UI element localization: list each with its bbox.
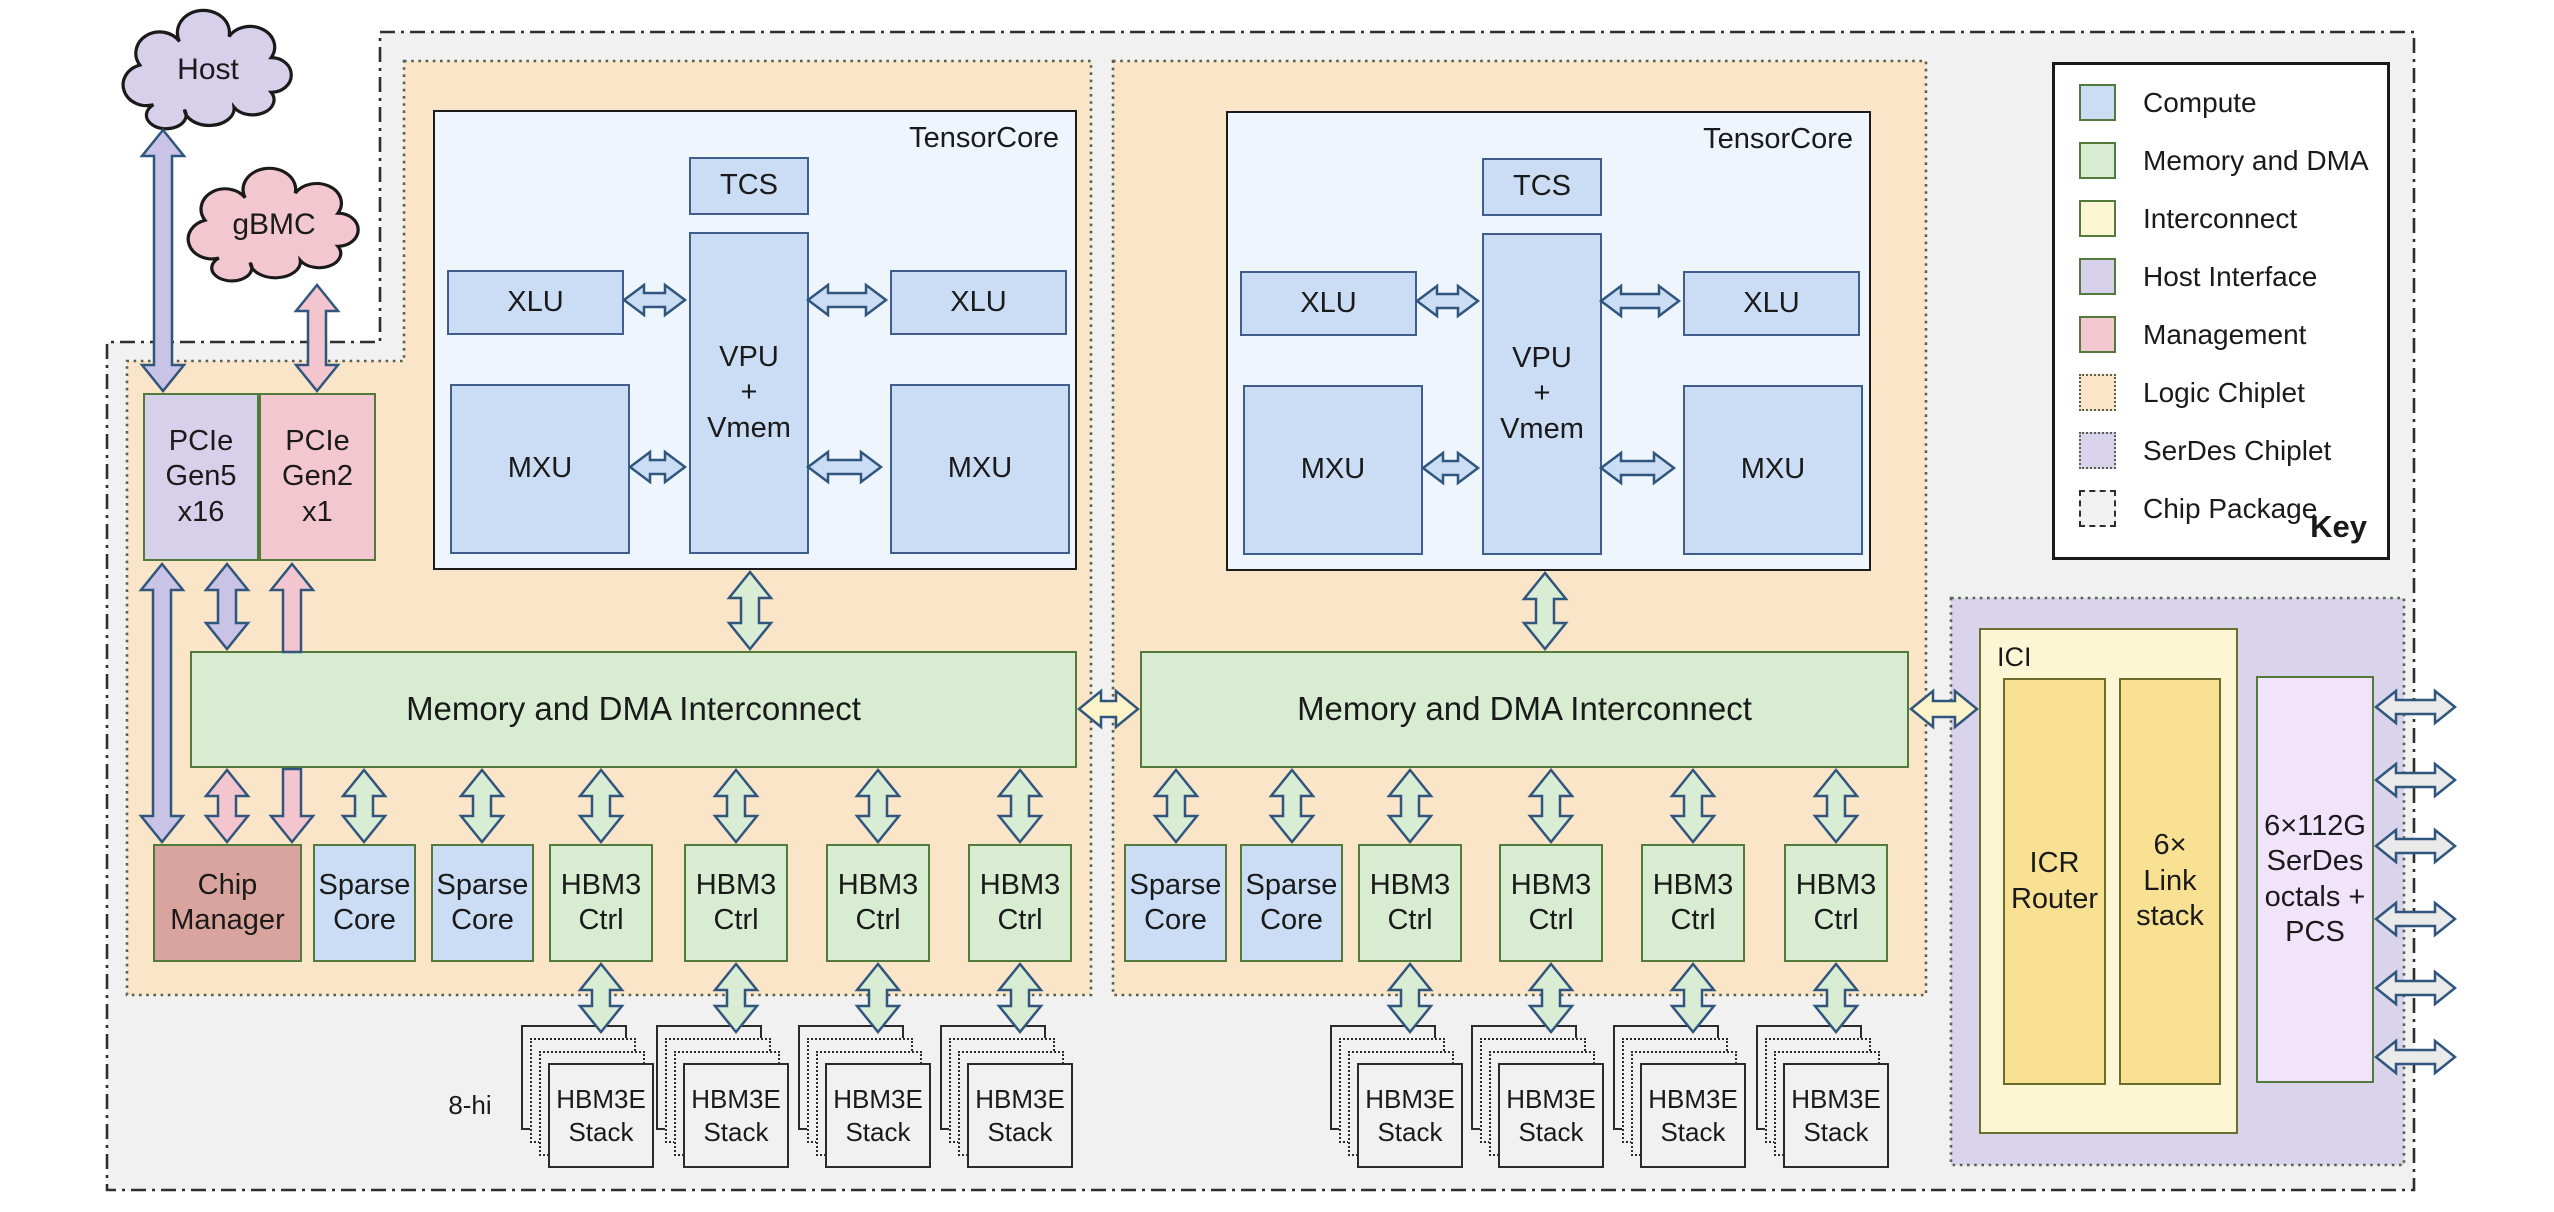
interconnect-swatch-icon (2079, 200, 2116, 237)
legend-label: Logic Chiplet (2143, 376, 2305, 408)
legend-label: SerDes Chiplet (2143, 434, 2332, 466)
stack-front: HBM3E Stack (548, 1063, 654, 1168)
stack-front: HBM3E Stack (1498, 1063, 1604, 1168)
tcs-block: TCS (689, 157, 809, 215)
hbm3e-stack: HBM3E Stack (521, 1025, 654, 1168)
vpu-vmem-block: VPU + Vmem (1482, 233, 1602, 555)
hbm3-ctrl-block: HBM3 Ctrl (968, 844, 1072, 962)
stack-front: HBM3E Stack (1357, 1063, 1463, 1168)
ici-region: ICI ICR Router 6× Link stack (1979, 628, 2238, 1134)
tensorcore-left: TensorCore TCS VPU + Vmem XLU XLU MXU MX… (433, 110, 1077, 570)
stack-front: HBM3E Stack (1640, 1063, 1746, 1168)
pcie-gen2-block: PCIe Gen2 x1 (259, 393, 376, 561)
mxu-block: MXU (450, 384, 630, 554)
serdes-octals-block: 6×112G SerDes octals + PCS (2256, 676, 2374, 1083)
hbm3-ctrl-block: HBM3 Ctrl (1641, 844, 1745, 962)
cloud-shape-icon (121, 8, 293, 131)
stack-height-note: 8-hi (448, 1089, 492, 1120)
logic-chiplet-swatch-icon (2079, 374, 2116, 411)
hbm3-ctrl-block: HBM3 Ctrl (826, 844, 930, 962)
host-interface-swatch-icon (2079, 258, 2116, 295)
icr-router-block: ICR Router (2003, 678, 2106, 1085)
mxu-block: MXU (890, 384, 1070, 554)
legend-row: Management (2079, 316, 2387, 353)
legend-label: Chip Package (2143, 492, 2318, 524)
legend-key: Compute Memory and DMA Interconnect Host… (2052, 62, 2390, 560)
hbm3e-stack: HBM3E Stack (940, 1025, 1073, 1168)
stack-front: HBM3E Stack (967, 1063, 1073, 1168)
legend-label: Host Interface (2143, 260, 2318, 292)
legend-row: Logic Chiplet (2079, 374, 2387, 411)
chip-manager-block: Chip Manager (153, 844, 302, 962)
legend-row: Chip Package (2079, 490, 2387, 527)
sparse-core-block: Sparse Core (1240, 844, 1343, 962)
gbmc-cloud-label: gBMC (232, 208, 316, 241)
vpu-vmem-block: VPU + Vmem (689, 232, 809, 554)
tensorcore-right: TensorCore TCS VPU + Vmem XLU XLU MXU MX… (1226, 111, 1871, 571)
legend-label: Compute (2143, 86, 2257, 118)
mxu-block: MXU (1243, 385, 1423, 555)
xlu-block: XLU (1683, 271, 1860, 336)
host-cloud-label: Host (177, 53, 239, 86)
xlu-block: XLU (447, 270, 624, 335)
hbm3e-stack: HBM3E Stack (798, 1025, 931, 1168)
legend-label: Memory and DMA (2143, 144, 2369, 176)
stack-front: HBM3E Stack (825, 1063, 931, 1168)
stack-front: HBM3E Stack (683, 1063, 789, 1168)
memory-swatch-icon (2079, 142, 2116, 179)
gbmc-cloud: gBMC (180, 166, 368, 284)
hbm3e-stack: HBM3E Stack (1613, 1025, 1746, 1168)
hbm3-ctrl-block: HBM3 Ctrl (684, 844, 788, 962)
legend-title: Key (2310, 509, 2367, 544)
hbm3-ctrl-block: HBM3 Ctrl (1358, 844, 1462, 962)
memory-dma-interconnect-left: Memory and DMA Interconnect (190, 651, 1077, 768)
management-swatch-icon (2079, 316, 2116, 353)
mxu-block: MXU (1683, 385, 1863, 555)
sparse-core-block: Sparse Core (431, 844, 534, 962)
serdes-chiplet-swatch-icon (2079, 432, 2116, 469)
legend-row: Interconnect (2079, 200, 2387, 237)
xlu-block: XLU (890, 270, 1067, 335)
hbm3-ctrl-block: HBM3 Ctrl (1784, 844, 1888, 962)
hbm3e-stack: HBM3E Stack (1471, 1025, 1604, 1168)
legend-row: Host Interface (2079, 258, 2387, 295)
memory-dma-interconnect-right: Memory and DMA Interconnect (1140, 651, 1909, 768)
stack-front: HBM3E Stack (1783, 1063, 1889, 1168)
legend-row: Memory and DMA (2079, 142, 2387, 179)
compute-swatch-icon (2079, 84, 2116, 121)
legend-label: Interconnect (2143, 202, 2298, 234)
hbm3e-stack: HBM3E Stack (656, 1025, 789, 1168)
sparse-core-block: Sparse Core (1124, 844, 1227, 962)
sparse-core-block: Sparse Core (313, 844, 416, 962)
hbm3e-stack: HBM3E Stack (1330, 1025, 1463, 1168)
xlu-block: XLU (1240, 271, 1417, 336)
cloud-shape-icon (186, 166, 360, 283)
host-cloud: Host (115, 8, 301, 132)
tensorcore-label: TensorCore (909, 122, 1059, 154)
legend-row: SerDes Chiplet (2079, 432, 2387, 469)
legend-label: Management (2143, 318, 2307, 350)
pcie-gen5-block: PCIe Gen5 x16 (143, 393, 259, 561)
hbm3-ctrl-block: HBM3 Ctrl (1499, 844, 1603, 962)
chip-package-swatch-icon (2079, 490, 2116, 527)
tcs-block: TCS (1482, 158, 1602, 216)
tensorcore-label: TensorCore (1703, 123, 1853, 155)
ici-label: ICI (1997, 642, 2032, 672)
link-stack-block: 6× Link stack (2119, 678, 2221, 1085)
hbm3-ctrl-block: HBM3 Ctrl (549, 844, 653, 962)
hbm3e-stack: HBM3E Stack (1756, 1025, 1889, 1168)
legend-row: Compute (2079, 84, 2387, 121)
